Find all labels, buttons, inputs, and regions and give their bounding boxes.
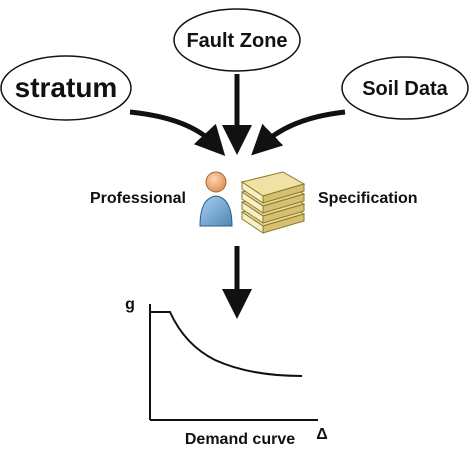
demand-curve-line [150,311,303,377]
specification-label: Specification [318,190,418,207]
input-arrows [129,74,346,157]
soil-data-node: Soil Data [341,56,469,120]
fault-zone-label: Fault Zone [186,30,287,52]
graph-x-symbol: Δ [316,426,328,443]
graph-x-label: Demand curve [185,431,295,448]
demand-curve-graph: g Demand curve Δ [125,296,328,448]
person-icon [199,171,233,227]
stratum-label: stratum [15,72,118,103]
arrow-soil-data-to-center [251,109,346,156]
stratum-oval [0,55,132,121]
fault-zone-node: Fault Zone [173,8,301,72]
soil-data-label: Soil Data [362,78,448,100]
graph-y-label: g [125,296,135,313]
professional-label: Professional [90,190,186,207]
stratum-node: stratum [0,55,132,121]
fault-zone-oval [173,8,301,72]
books-stack-icon [240,171,306,234]
arrow-stratum-to-center [129,109,226,157]
soil-data-oval [341,56,469,120]
